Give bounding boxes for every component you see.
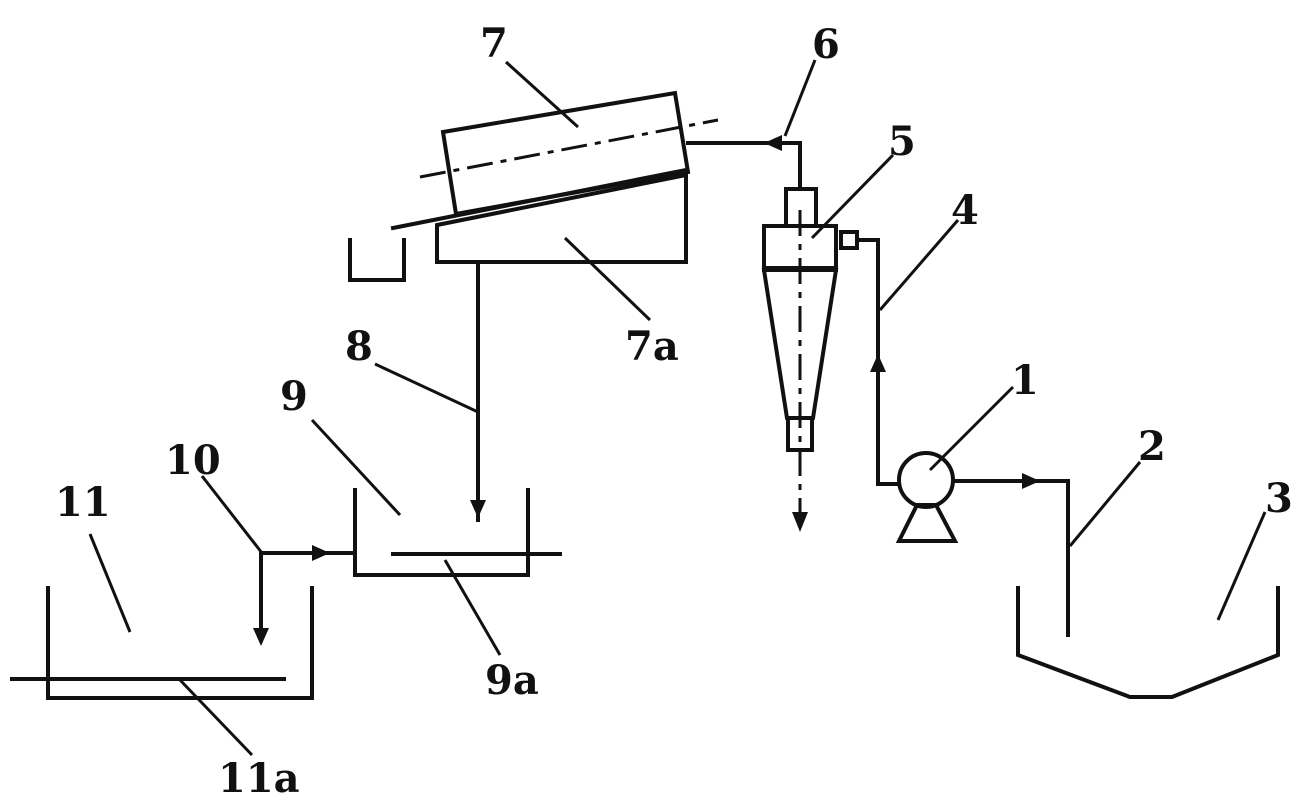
label-5: 5: [888, 118, 916, 165]
flow-arrow-icon: [870, 354, 886, 372]
label-8: 8: [345, 323, 373, 370]
flow-arrow-icon: [1022, 473, 1040, 489]
flow-arrow-icon: [253, 628, 269, 646]
flow-arrow-icon: [792, 512, 808, 532]
transfer-pipe-10: [253, 545, 357, 646]
flow-arrow-icon: [470, 500, 486, 518]
label-7a: 7a: [625, 323, 679, 370]
label-10: 10: [165, 437, 221, 484]
pump-1: [895, 451, 959, 543]
drum-screen-7: [419, 90, 719, 217]
downpipe-8: [470, 260, 486, 522]
label-11a: 11a: [218, 755, 300, 801]
labels: 7 6 5 4 1 2 3 7a 8 9 10 11 9a 11a: [55, 20, 1293, 801]
label-9a: 9a: [485, 657, 539, 704]
screen-hopper-7a: [390, 167, 689, 264]
tank-3: [1016, 586, 1280, 699]
hydrocyclone-5: [761, 187, 839, 532]
suction-pipe-2: [953, 473, 1070, 637]
label-9: 9: [280, 373, 308, 420]
overflow-pipe-6: [686, 135, 802, 191]
label-2: 2: [1138, 423, 1166, 470]
label-7: 7: [480, 20, 508, 67]
feed-pipe-4: [839, 230, 901, 486]
flow-arrow-icon: [312, 545, 330, 561]
settling-tank-9: [353, 488, 562, 577]
label-11: 11: [55, 479, 111, 526]
label-3: 3: [1265, 475, 1293, 522]
overflow-bin: [348, 238, 406, 282]
leader-lines: [88, 59, 1267, 757]
label-1: 1: [1011, 357, 1039, 404]
flow-arrow-icon: [764, 135, 782, 151]
collection-tank-11: [10, 586, 314, 700]
label-6: 6: [812, 21, 840, 68]
label-4: 4: [951, 187, 979, 234]
